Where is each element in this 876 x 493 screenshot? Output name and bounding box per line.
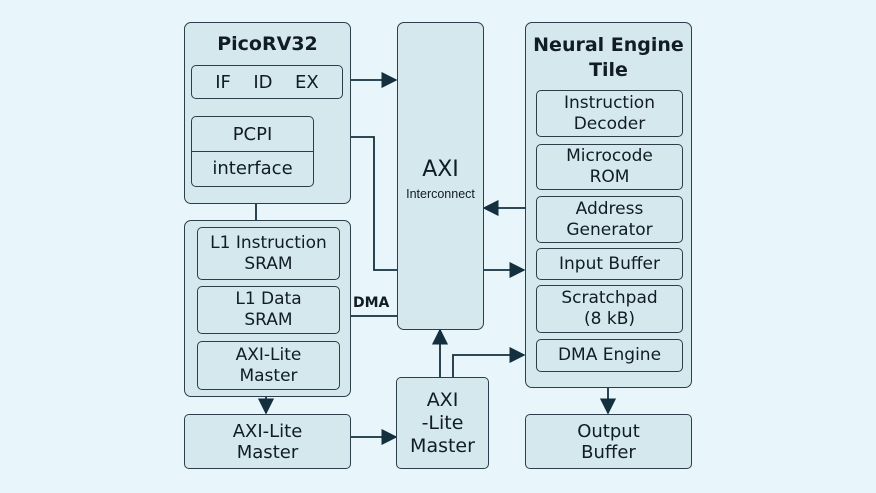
l1-instruction-sram: L1 Instruction SRAM bbox=[197, 227, 340, 280]
stage-ex: EX bbox=[295, 71, 319, 93]
scratchpad-line1: Scratchpad bbox=[561, 288, 658, 308]
output-buffer-line2: Buffer bbox=[581, 441, 636, 463]
output-buffer: Output Buffer bbox=[525, 414, 692, 469]
l1-data-sram: L1 Data SRAM bbox=[197, 286, 340, 334]
memory-block: L1 Instruction SRAM L1 Data SRAM AXI-Lit… bbox=[184, 220, 351, 397]
pcpi-interface: PCPI interface bbox=[191, 116, 314, 187]
neural-engine-title: Neural Engine Tile bbox=[526, 33, 691, 83]
input-buffer-label: Input Buffer bbox=[558, 253, 661, 274]
picorv32-title: PicoRV32 bbox=[217, 33, 318, 55]
pcpi-interface-label: interface bbox=[212, 158, 293, 179]
pipeline-stages: IF ID EX bbox=[191, 65, 343, 99]
instruction-decoder: Instruction Decoder bbox=[536, 90, 683, 137]
dma-engine: DMA Engine bbox=[536, 339, 683, 372]
neural-engine-title-line2: Tile bbox=[589, 59, 628, 81]
axi-lite-master-bottom-left: AXI-Lite Master bbox=[184, 414, 351, 469]
picorv32-block: PicoRV32 IF ID EX PCPI interface bbox=[184, 22, 351, 204]
dma-label: DMA bbox=[353, 295, 390, 311]
l1-data-line2: SRAM bbox=[244, 310, 293, 330]
dma-engine-label: DMA Engine bbox=[557, 345, 662, 365]
address-generator-line1: Address bbox=[575, 198, 644, 219]
scratchpad-line2: (8 kB) bbox=[584, 309, 635, 329]
bottom-center-master-line2: -Lite bbox=[421, 411, 464, 434]
stage-if: IF bbox=[215, 71, 231, 93]
l1-instruction-line2: SRAM bbox=[244, 253, 293, 274]
axi-lite-master-bottom-center: AXI -Lite Master bbox=[396, 377, 489, 469]
wire-master-to-dma-engine bbox=[452, 346, 526, 377]
axi-interconnect-subtitle: Interconnect bbox=[406, 187, 475, 201]
pcpi-label: PCPI bbox=[192, 117, 313, 152]
input-buffer: Input Buffer bbox=[536, 248, 683, 280]
bottom-left-master-line2: Master bbox=[236, 441, 299, 463]
axi-lite-master-internal-line1: AXI-Lite bbox=[235, 344, 302, 365]
axi-lite-master-internal: AXI-Lite Master bbox=[197, 341, 340, 390]
axi-interconnect: AXI Interconnect bbox=[397, 22, 484, 330]
axi-lite-master-internal-line2: Master bbox=[239, 365, 298, 386]
neural-engine-tile: Neural Engine Tile Instruction Decoder M… bbox=[525, 22, 692, 388]
instruction-decoder-line1: Instruction bbox=[564, 92, 655, 113]
l1-instruction-line1: L1 Instruction bbox=[210, 232, 327, 253]
instruction-decoder-line2: Decoder bbox=[573, 113, 646, 134]
stage-id: ID bbox=[253, 71, 273, 93]
neural-engine-title-line1: Neural Engine bbox=[533, 34, 684, 56]
address-generator: Address Generator bbox=[536, 196, 683, 243]
microcode-rom-line1: Microcode bbox=[566, 146, 653, 166]
microcode-rom: Microcode ROM bbox=[536, 144, 683, 190]
bottom-center-master-line1: AXI bbox=[426, 388, 459, 411]
microcode-rom-line2: ROM bbox=[589, 167, 630, 187]
scratchpad: Scratchpad (8 kB) bbox=[536, 285, 683, 333]
l1-data-line1: L1 Data bbox=[235, 289, 302, 309]
axi-interconnect-title: AXI bbox=[422, 157, 459, 182]
output-buffer-line1: Output bbox=[577, 420, 640, 442]
address-generator-line2: Generator bbox=[566, 219, 653, 240]
bottom-center-master-line3: Master bbox=[410, 434, 475, 457]
bottom-left-master-line1: AXI-Lite bbox=[232, 420, 303, 442]
